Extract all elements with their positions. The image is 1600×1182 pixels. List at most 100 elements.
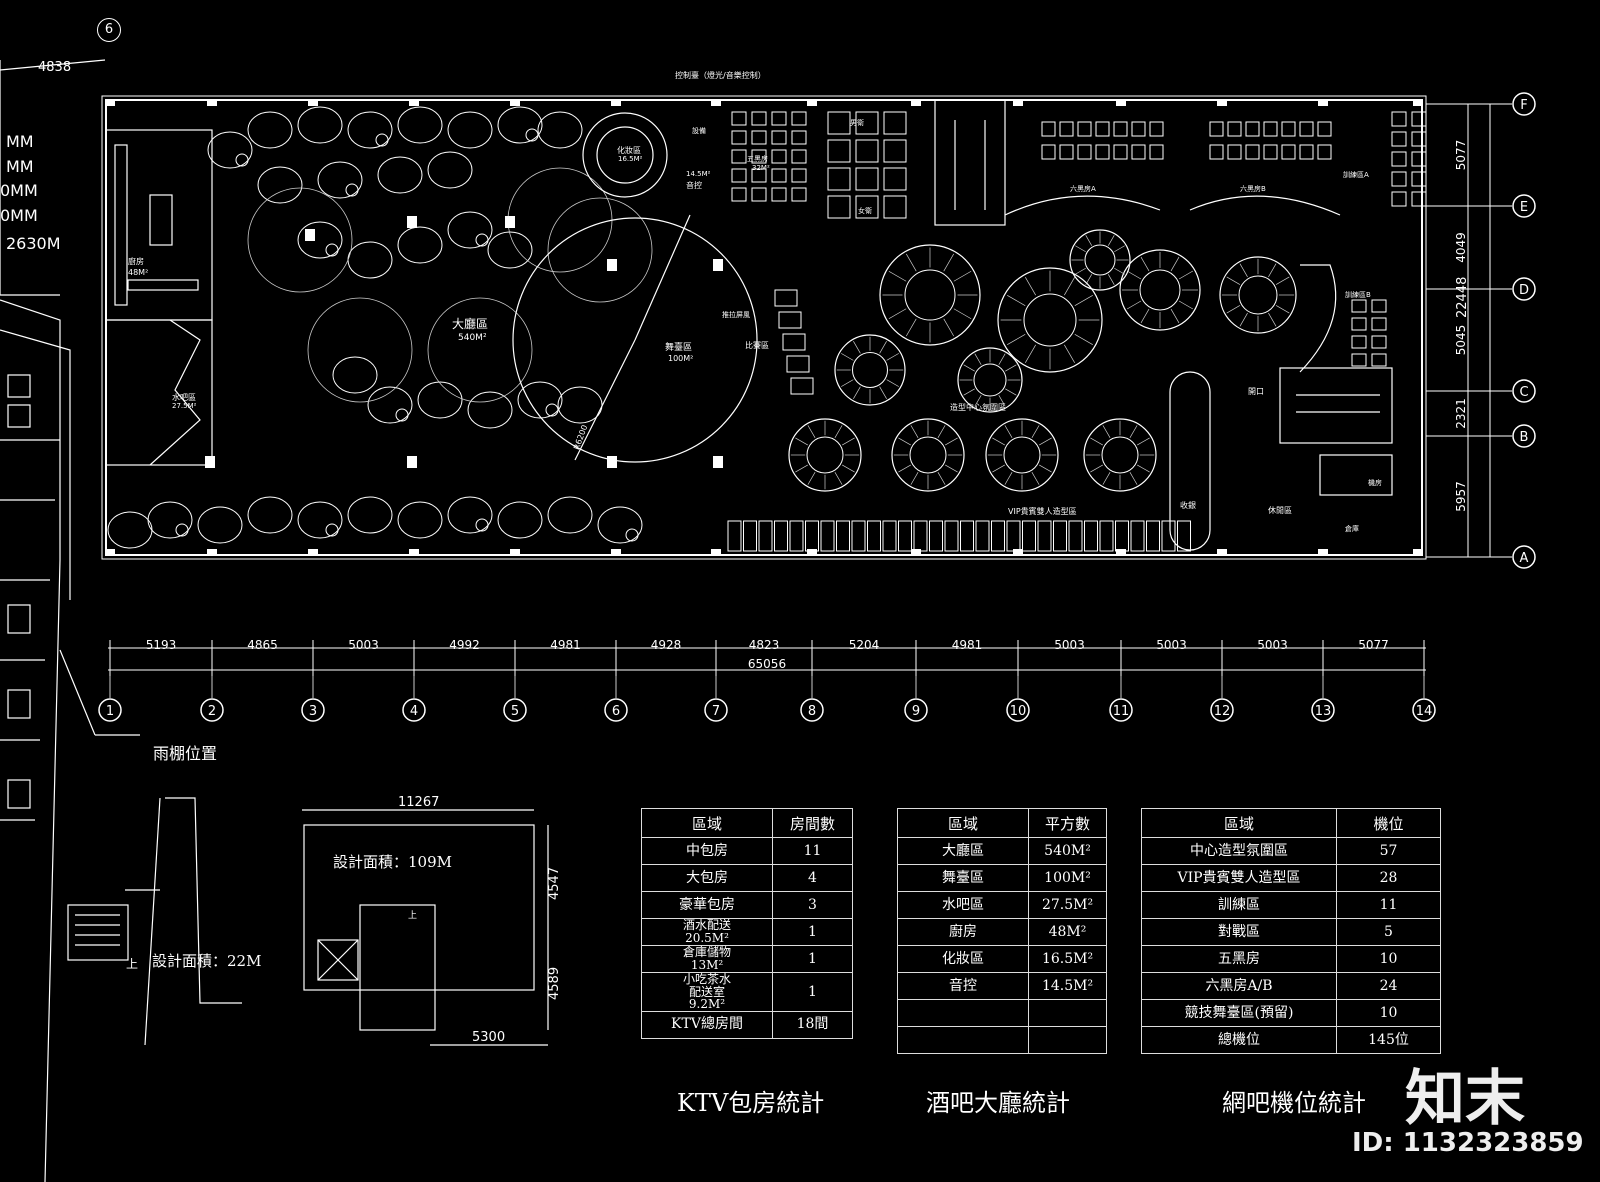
pod-seat (1074, 333, 1093, 346)
pillar (911, 99, 921, 106)
pc-desk (1351, 317, 1367, 331)
pillar (510, 99, 520, 106)
pod-seat (888, 308, 907, 320)
pod-seat (1178, 300, 1194, 310)
ktv-room-bay (991, 520, 1005, 552)
pod-seat (943, 318, 955, 337)
pod-core (1238, 275, 1278, 315)
pod-ring (891, 418, 965, 492)
right-total-dimension: 22448 (1455, 276, 1470, 318)
table-cell-value: 24 (1336, 972, 1441, 1000)
seating-table (397, 106, 443, 144)
pod-seat (1004, 471, 1013, 485)
net-table-header: 區域 機位 (1141, 808, 1441, 838)
table-cell-area: 廚房 (897, 918, 1029, 946)
ktv-room-bay (867, 520, 881, 552)
pod-ring (1083, 418, 1157, 492)
pillar (407, 216, 417, 228)
pillar (505, 216, 515, 228)
seating-table (297, 106, 343, 144)
axis-bubble (1512, 379, 1536, 403)
seating-table (367, 386, 413, 424)
pod-seat (1140, 308, 1150, 324)
seating-table (107, 511, 153, 549)
pc-desk (751, 149, 767, 164)
axis-label: 9 (912, 704, 920, 719)
pillar (207, 99, 217, 106)
pillar (105, 549, 115, 556)
pod-seat (1239, 312, 1248, 327)
table-row: 競技舞臺區(預留)10 (1141, 999, 1441, 1027)
pc-desk (1371, 353, 1387, 367)
axis-label: 14 (1416, 704, 1433, 719)
pc-desk (1391, 191, 1407, 207)
zone-circle (507, 167, 613, 273)
label-match: 比賽區 (745, 341, 769, 350)
table-cell-area: 大廳區 (897, 837, 1029, 865)
axis-label: C (1519, 385, 1528, 400)
pc-desk (791, 111, 807, 126)
pod-seat (1226, 276, 1241, 285)
table-cell-value: 16.5M² (1028, 945, 1107, 973)
pod-seat (1085, 274, 1093, 285)
zone-circle (427, 297, 533, 403)
bar-table-header: 區域 平方數 (897, 808, 1107, 838)
pod-seat (905, 318, 917, 337)
pod-seat (974, 353, 982, 365)
top-axis-label: 6 (104, 22, 114, 37)
ktv-table-header: 區域 房間數 (641, 808, 853, 838)
gaming-pods (788, 229, 1297, 492)
axis-bubble (1512, 92, 1536, 116)
pod-ring (834, 334, 906, 406)
small-mid-dim-right2: 4589 (547, 966, 562, 1000)
ktv-room-bay (1037, 520, 1052, 552)
pod-seat (1275, 276, 1290, 285)
pod-seat (1005, 364, 1017, 372)
pod-seat (943, 253, 955, 272)
pod-seat (944, 437, 958, 446)
table-cell-area: 總機位 (1141, 1026, 1337, 1054)
restroom-stall (855, 139, 879, 163)
ktv-room-bay (727, 520, 742, 552)
pod-seat (886, 379, 899, 387)
net-header-seats: 機位 (1336, 808, 1441, 838)
axis-bubble (1512, 424, 1536, 448)
seat (325, 243, 339, 257)
match-desk (778, 311, 802, 329)
ktv-room-bay (1161, 520, 1176, 552)
label-entrance: 開口 (1248, 387, 1264, 396)
left-label-2: MM (6, 157, 34, 176)
table-cell-area: KTV總房間 (641, 1010, 773, 1039)
table-cell-value: 14.5M² (1028, 972, 1107, 1000)
label-stage-area: 100M² (668, 354, 694, 363)
pod-seat (1170, 256, 1180, 272)
pc-desk (771, 149, 787, 164)
axis-bubble (1210, 698, 1234, 722)
pod-seat (1024, 277, 1037, 296)
pod-seat (1031, 471, 1040, 485)
pod-seat (1226, 305, 1241, 314)
pc-desk (1317, 121, 1332, 137)
dim-value: 5957 (1454, 481, 1468, 512)
dim-total: 65056 (748, 657, 786, 671)
seating-table (257, 166, 303, 204)
seating-table (347, 111, 393, 149)
pc-desk (1351, 353, 1367, 367)
label-room5-area: 32M² (752, 164, 770, 172)
axis-label: 12 (1214, 704, 1231, 719)
pod-seat (795, 437, 809, 446)
pc-desk (1113, 121, 1128, 137)
pc-desk (1391, 151, 1407, 167)
pc-desk (1371, 317, 1387, 331)
ktv-room-bay (851, 520, 866, 552)
seating-table (547, 496, 593, 534)
dim-value: 5077 (1454, 140, 1468, 171)
ktv-room-bay (758, 520, 773, 552)
axis-label: 7 (712, 704, 720, 719)
label-vip-zone: VIP貴賓雙人造型區 (1008, 507, 1077, 516)
axis-bubble (1311, 698, 1335, 722)
dim-value: 4992 (449, 638, 480, 652)
seating-clusters (107, 106, 653, 549)
pod-seat (1136, 464, 1150, 473)
